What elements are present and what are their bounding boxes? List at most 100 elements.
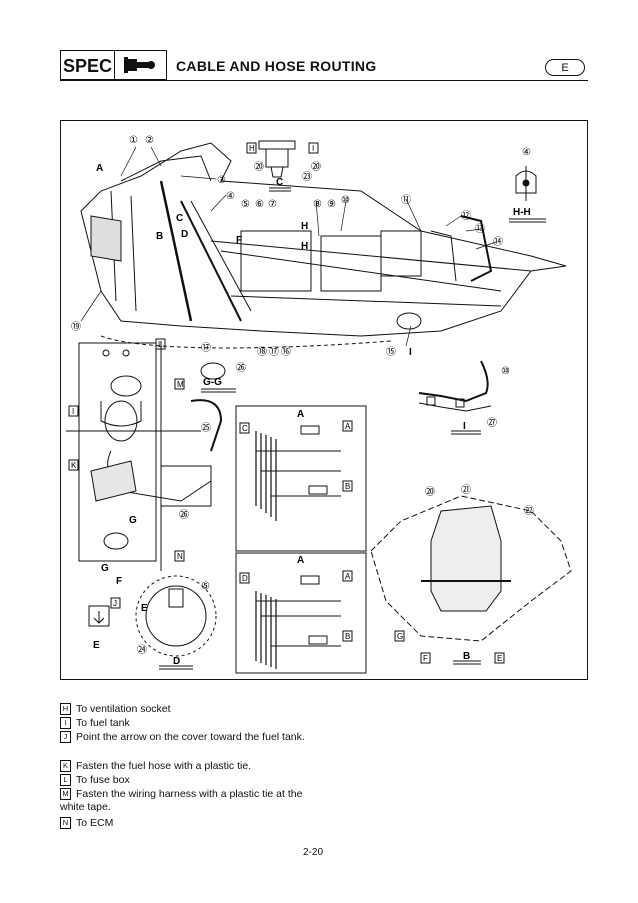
callout-5b: ⑤ xyxy=(201,581,210,592)
callout-14: ⑭ xyxy=(493,236,503,248)
box-n: N xyxy=(177,552,183,561)
callout-19: ⑲ xyxy=(71,321,81,333)
callout-15: ⑮ xyxy=(386,346,396,358)
box-h: H xyxy=(249,144,255,153)
note-key: J xyxy=(60,731,71,743)
label-f2: F xyxy=(116,576,122,587)
note-text: Point the arrow on the cover toward the … xyxy=(76,731,305,743)
language-badge: E xyxy=(545,59,585,76)
label-c: C xyxy=(176,213,183,224)
callout-4: ④ xyxy=(226,191,235,202)
callout-21: ㉑ xyxy=(461,484,471,496)
callout-13: ⑬ xyxy=(475,223,485,235)
callout-3: ③ xyxy=(217,175,226,186)
b-rear-view xyxy=(370,495,572,665)
callout-20b: ⑳ xyxy=(311,161,321,173)
box-b2: B xyxy=(345,632,350,641)
i-inset xyxy=(418,360,492,435)
note-key: N xyxy=(60,817,71,829)
note-key: L xyxy=(60,774,71,786)
label-g2: G xyxy=(101,563,109,574)
box-i2: I xyxy=(72,407,74,416)
note-text: Fasten the wiring harness with a plastic… xyxy=(60,788,303,813)
label-a: A xyxy=(96,163,103,174)
note-key: M xyxy=(60,788,71,800)
note-text: To fuse box xyxy=(76,774,130,786)
note-text: To fuel tank xyxy=(76,717,130,729)
a-detail-boxes xyxy=(235,405,367,674)
note-j: J Point the arrow on the cover toward the… xyxy=(60,731,310,744)
boxed-letters xyxy=(68,142,505,664)
leader-lines xyxy=(80,146,497,347)
label-d-view: D xyxy=(173,656,180,667)
label-e: E xyxy=(141,603,148,614)
label-h2: H xyxy=(301,241,308,252)
label-c-view: C xyxy=(276,177,283,188)
box-i: I xyxy=(312,144,314,153)
label-i: I xyxy=(409,347,412,358)
note-text: Fasten the fuel hose with a plastic tie. xyxy=(76,760,252,772)
note-key: I xyxy=(60,717,71,729)
note-text: To ECM xyxy=(76,817,114,829)
label-g1: G xyxy=(129,515,137,526)
callout-27: ㉗ xyxy=(487,417,497,429)
boxed-letter-text: H I L M I K N J C A B D A B G F E xyxy=(71,144,502,663)
header-rule xyxy=(60,80,588,81)
callout-12: ⑫ xyxy=(461,210,471,222)
box-a2: A xyxy=(345,572,351,581)
callout-4b: ④ xyxy=(522,147,531,158)
box-k: K xyxy=(71,461,77,470)
callout-26: ㉖ xyxy=(236,362,246,374)
box-e: E xyxy=(497,654,502,663)
callout-10b: ⑩ xyxy=(501,366,510,377)
label-a-view2: A xyxy=(297,555,304,566)
callout-7: ⑦ xyxy=(268,199,277,210)
callout-6: ⑥ xyxy=(255,199,264,210)
label-d: D xyxy=(181,229,188,240)
routing-figure: ① ② ③ ④ ④ ⑤ ⑥ ⑦ ⑧ ⑨ ⑩ ⑪ ⑫ ⑬ ⑭ ⑮ ⑯ ⑰ ⑰ ⑱ … xyxy=(60,120,588,680)
fuel-tank-top-view xyxy=(66,341,223,571)
note-l: L To fuse box xyxy=(60,774,310,787)
callout-2: ② xyxy=(145,135,154,146)
callout-23: ㉓ xyxy=(302,171,312,183)
note-text: To ventilation socket xyxy=(76,703,171,715)
box-l: L xyxy=(158,340,163,349)
label-b: B xyxy=(156,231,163,242)
c-inset xyxy=(258,140,296,192)
box-d: D xyxy=(242,574,248,583)
callout-11: ⑪ xyxy=(401,194,411,206)
note-h: H To ventilation socket xyxy=(60,703,310,716)
box-c: C xyxy=(242,424,248,433)
box-j: J xyxy=(113,599,117,608)
wrench-icon xyxy=(124,57,155,73)
note-n: N To ECM xyxy=(60,817,310,830)
callout-8: ⑧ xyxy=(313,199,322,210)
callout-26b: ㉖ xyxy=(179,509,189,521)
hh-inset xyxy=(509,166,546,223)
e-inset xyxy=(88,605,110,627)
box-f: F xyxy=(423,654,428,663)
callout-18: ⑱ xyxy=(257,346,267,358)
section-badge: SPEC xyxy=(60,50,115,80)
callout-24: ㉔ xyxy=(137,644,147,656)
hull-side-view xyxy=(80,142,567,349)
callout-16: ⑯ xyxy=(281,346,291,358)
label-e-view: E xyxy=(93,640,100,651)
gg-inset xyxy=(200,362,236,393)
routing-diagram: ① ② ③ ④ ④ ⑤ ⑥ ⑦ ⑧ ⑨ ⑩ ⑪ ⑫ ⑬ ⑭ ⑮ ⑯ ⑰ ⑰ ⑱ … xyxy=(66,135,572,674)
callout-20c: ⑳ xyxy=(425,486,435,498)
callout-1: ① xyxy=(129,135,138,146)
label-ii: I xyxy=(463,421,466,432)
section-icon-box xyxy=(115,50,167,80)
label-f: F xyxy=(236,235,242,246)
box-a: A xyxy=(345,422,351,431)
box-b: B xyxy=(345,482,350,491)
label-a-view1: A xyxy=(297,409,304,420)
callout-5: ⑤ xyxy=(241,199,250,210)
note-key: H xyxy=(60,703,71,715)
callout-17: ⑰ xyxy=(269,346,279,358)
box-m: M xyxy=(177,380,184,389)
box-g: G xyxy=(397,632,403,641)
callout-17b: ⑰ xyxy=(201,342,211,354)
